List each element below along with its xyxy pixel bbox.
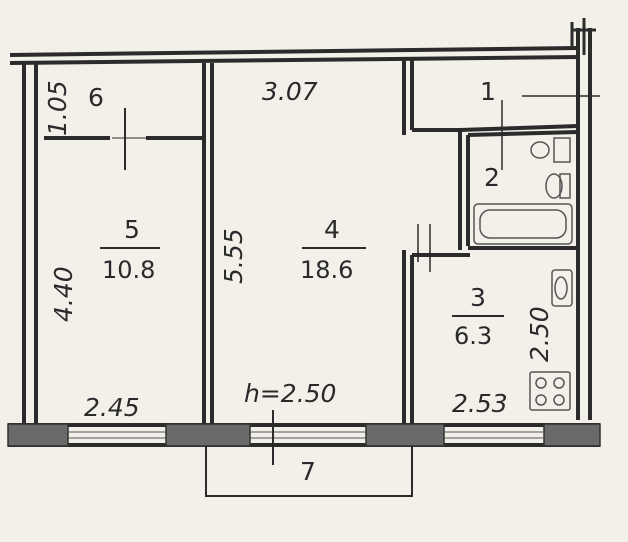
dim-kitchen-width: 2.53 [452,389,508,418]
room-1-number: 1 [480,77,496,106]
bathtub-icon [473,203,573,245]
room-2-number: 2 [484,163,500,192]
room-5-number: 5 [124,215,140,244]
room-5-area: 10.8 [102,256,155,284]
window-blocks [7,423,601,447]
balcony-outline [205,446,413,497]
dim-room4-length: 5.55 [219,228,248,284]
kitchen-sink-icon [551,269,573,307]
room-3-number: 3 [470,283,486,312]
window-glazing [68,431,544,439]
dim-room5-length: 4.40 [49,266,78,322]
riser-stub [570,18,596,55]
room-4-area: 18.6 [300,256,353,284]
washbasin-icon [530,137,571,163]
ceiling-height-label: h=2.50 [244,379,336,408]
door-markers [112,95,600,465]
walls [8,28,600,447]
room-6-number: 6 [88,83,104,112]
room-4-number: 4 [324,215,340,244]
room-3-area: 6.3 [454,322,492,350]
room-7-number: 7 [300,457,316,486]
stove-icon [529,371,571,411]
dim-width-top: 3.07 [262,77,318,106]
dim-room5-width: 2.45 [84,393,140,422]
dim-pantry-height: 1.05 [43,80,72,136]
toilet-icon [545,173,571,199]
dim-kitchen-length: 2.50 [525,306,554,362]
